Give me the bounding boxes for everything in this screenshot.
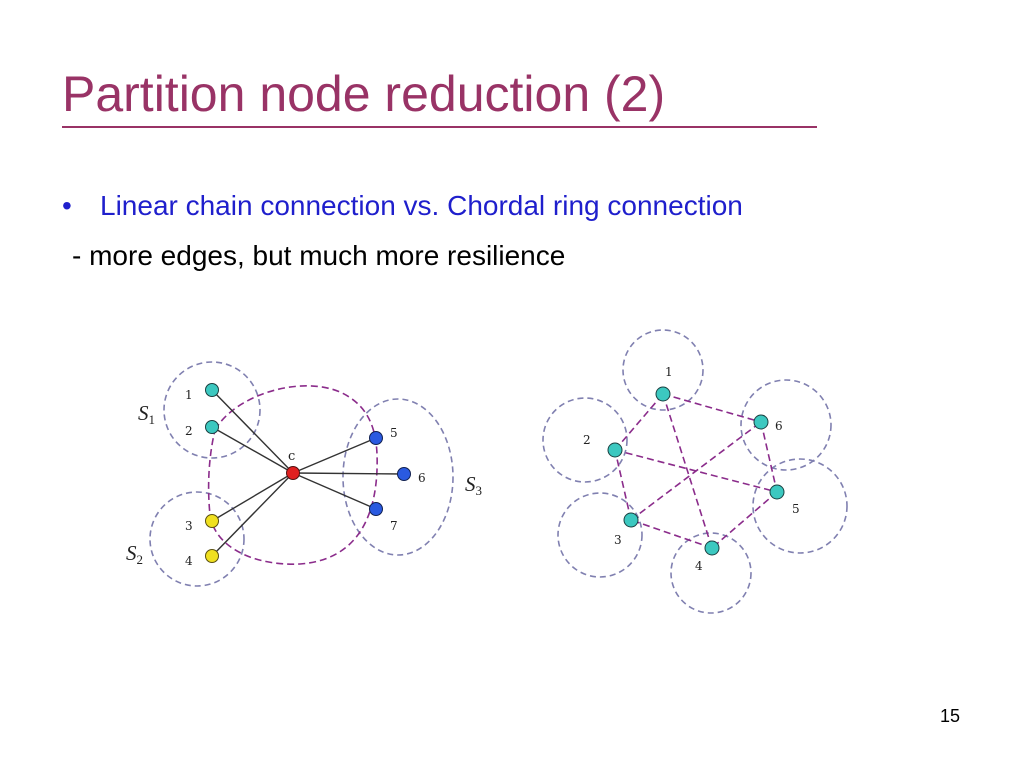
ring-node-4	[704, 540, 720, 556]
left-node-label-4: 4	[185, 554, 193, 568]
page-number: 15	[940, 706, 961, 726]
center-edges	[211, 389, 405, 557]
left-node-label-5: 5	[390, 426, 398, 440]
ring-edges	[614, 393, 778, 549]
ring-partition-2	[542, 397, 628, 483]
set-label-s2: S2	[126, 541, 143, 567]
linear-chain-diagram: 1 2 3 4 5 6 7 c S1 S2 S3	[126, 361, 482, 587]
ring-node-6	[753, 414, 769, 430]
ring-node-label-4: 4	[695, 559, 703, 573]
left-node-label-3: 3	[185, 519, 193, 533]
left-node-4	[205, 549, 219, 563]
title-underline	[62, 126, 817, 128]
partition-s3-circle	[342, 398, 454, 556]
ring-node-3	[623, 512, 639, 528]
set-label-s1: S1	[138, 401, 155, 427]
left-node-7	[369, 502, 383, 516]
ring-node-1	[655, 386, 671, 402]
left-node-label-1: 1	[185, 388, 193, 402]
left-node-5	[369, 431, 383, 445]
ring-node-5	[769, 484, 785, 500]
bullet-item: • Linear chain connection vs. Chordal rin…	[62, 188, 743, 224]
left-node-1	[205, 383, 219, 397]
bullet-marker: •	[62, 190, 72, 221]
ring-partition-3	[557, 492, 643, 578]
bullet-text: Linear chain connection vs. Chordal ring…	[100, 190, 743, 221]
left-node-3	[205, 514, 219, 528]
partition-s1-circle	[163, 361, 261, 459]
ring-node-label-6: 6	[775, 419, 783, 433]
chordal-ring-diagram: 1 2 3 4 5 6	[542, 329, 848, 614]
set-label-s3: S3	[465, 472, 482, 498]
left-node-2	[205, 420, 219, 434]
center-node-label: c	[288, 449, 295, 464]
center-node	[286, 466, 300, 480]
bullet-subpoint: - more edges, but much more resilience	[72, 240, 566, 271]
left-node-label-7: 7	[390, 519, 398, 533]
partition-s2-circle	[149, 491, 245, 587]
ring-partition-1	[622, 329, 704, 411]
ring-node-label-3: 3	[614, 533, 622, 547]
ring-node-label-2: 2	[583, 433, 591, 447]
slide-title: Partition node reduction (2)	[62, 66, 666, 122]
ring-partition-4	[670, 532, 752, 614]
ring-node-label-1: 1	[665, 365, 673, 379]
ring-partition-5	[752, 458, 848, 554]
left-node-6	[397, 467, 411, 481]
left-node-label-6: 6	[418, 471, 426, 485]
left-node-label-2: 2	[185, 424, 193, 438]
ring-partition-6	[740, 379, 832, 471]
ring-node-label-5: 5	[792, 502, 800, 516]
ring-node-2	[607, 442, 623, 458]
